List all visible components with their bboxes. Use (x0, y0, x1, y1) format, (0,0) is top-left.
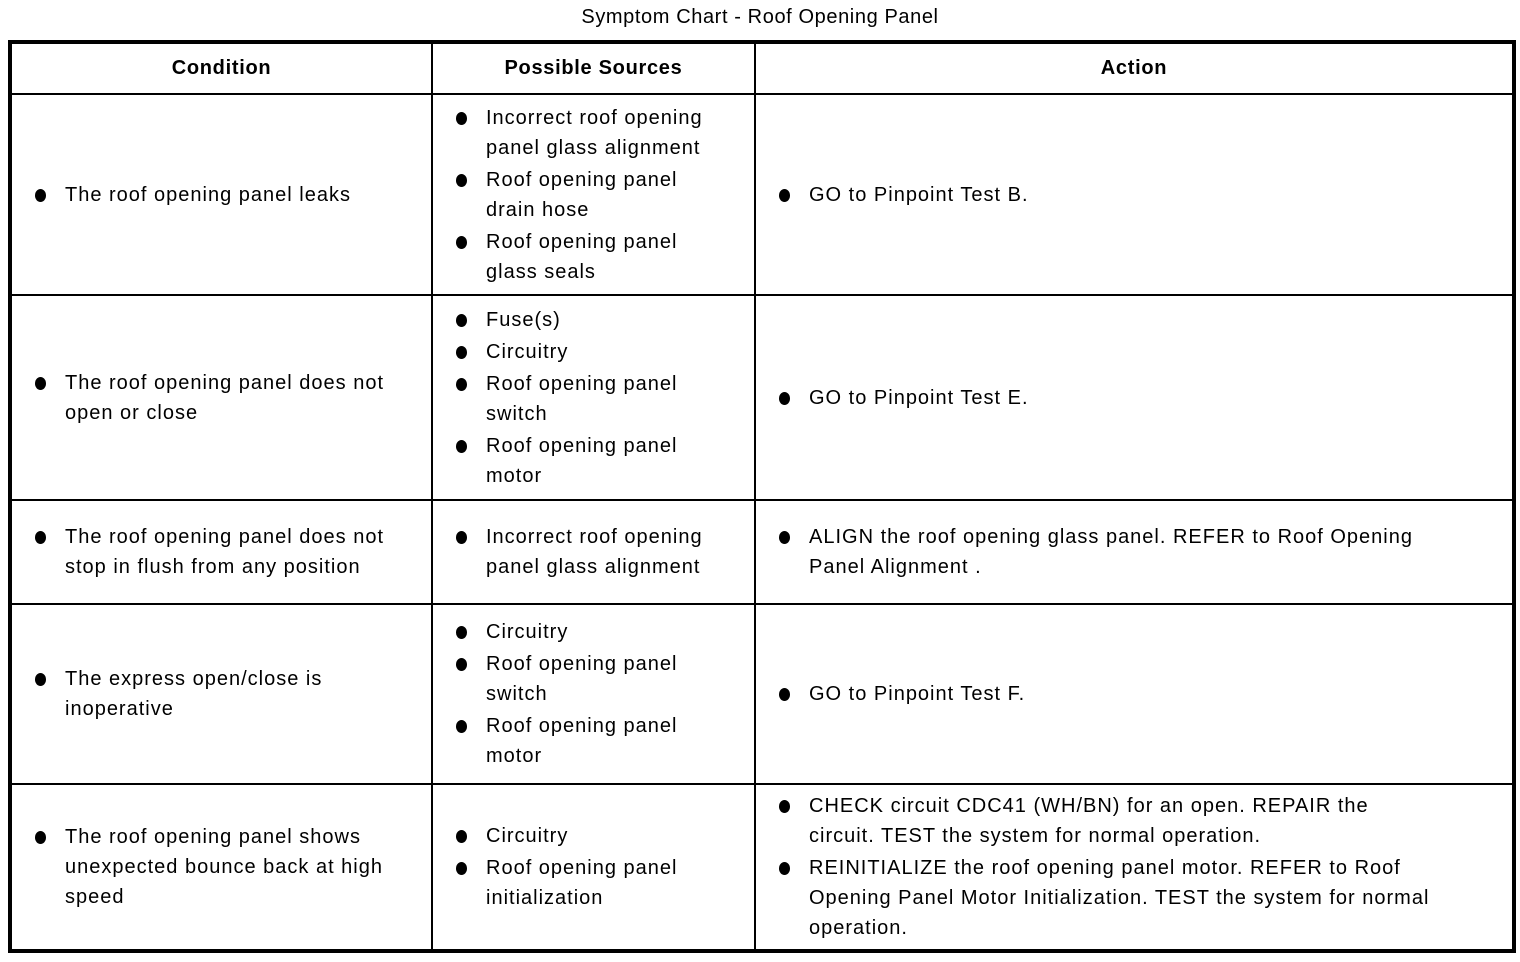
source-text: Circuitry (486, 621, 569, 643)
bullet-icon (456, 235, 467, 249)
action-text: REINITIALIZE the roof opening panel moto… (809, 857, 1430, 939)
list-item: Roof opening panel motor (456, 711, 746, 771)
condition-text: The roof opening panel does not open or … (65, 371, 384, 424)
source-text: Incorrect roof opening panel glass align… (486, 526, 703, 578)
list-item: Incorrect roof opening panel glass align… (456, 103, 746, 163)
bullet-icon (456, 830, 467, 843)
possible-sources-cell: Circuitry Roof opening panel switch Roof… (431, 603, 756, 785)
condition-text: The express open/close is inoperative (65, 668, 323, 720)
bullet-icon (779, 391, 790, 405)
source-text: Roof opening panel glass seals (486, 230, 678, 283)
source-text: Roof opening panel switch (486, 653, 678, 705)
bullet-icon (456, 173, 467, 187)
column-header-condition: Condition (9, 41, 433, 95)
column-header-possible-sources: Possible Sources (431, 41, 756, 95)
bullet-icon (35, 188, 46, 202)
condition-cell: The roof opening panel does not open or … (9, 294, 433, 501)
bullet-icon (456, 439, 467, 453)
source-text: Roof opening panel drain hose (486, 168, 678, 221)
bullet-icon (456, 313, 467, 327)
bullet-icon (456, 377, 467, 391)
list-item: The express open/close is inoperative (35, 664, 423, 724)
bullet-icon (456, 626, 467, 639)
action-text: GO to Pinpoint Test F. (809, 683, 1026, 705)
source-text: Roof opening panel initialization (486, 857, 678, 909)
bullet-icon (456, 862, 467, 875)
possible-sources-cell: Incorrect roof opening panel glass align… (431, 93, 756, 296)
bullet-icon (779, 862, 790, 875)
condition-cell: The roof opening panel leaks (9, 93, 433, 296)
bullet-icon (779, 531, 790, 544)
list-item: Roof opening panel glass seals (456, 227, 746, 287)
possible-sources-cell: Incorrect roof opening panel glass align… (431, 499, 756, 605)
list-item: The roof opening panel shows unexpected … (35, 822, 423, 912)
action-text: ALIGN the roof opening glass panel. REFE… (809, 526, 1413, 578)
bullet-icon (35, 376, 46, 390)
bullet-icon (456, 345, 467, 359)
list-item: Roof opening panel switch (456, 649, 746, 709)
list-item: The roof opening panel does not stop in … (35, 522, 423, 582)
list-item: GO to Pinpoint Test F. (779, 679, 1504, 709)
action-cell: CHECK circuit CDC41 (WH/BN) for an open.… (754, 783, 1515, 952)
table-row: The roof opening panel leaks Incorrect r… (9, 93, 1515, 296)
possible-sources-cell: Fuse(s) Circuitry Roof opening panel swi… (431, 294, 756, 501)
table-row: The express open/close is inoperative Ci… (9, 603, 1515, 785)
table-row: The roof opening panel does not open or … (9, 294, 1515, 501)
list-item: Roof opening panel initialization (456, 853, 746, 913)
bullet-icon (456, 720, 467, 733)
bullet-icon (35, 673, 46, 686)
bullet-icon (35, 831, 46, 844)
condition-text: The roof opening panel leaks (65, 183, 351, 206)
source-text: Roof opening panel motor (486, 434, 678, 487)
column-header-action: Action (754, 41, 1515, 95)
source-text: Circuitry (486, 340, 569, 363)
list-item: Roof opening panel switch (456, 369, 746, 429)
list-item: REINITIALIZE the roof opening panel moto… (779, 853, 1504, 943)
list-item: CHECK circuit CDC41 (WH/BN) for an open.… (779, 791, 1504, 851)
source-text: Roof opening panel motor (486, 715, 678, 767)
list-item: Circuitry (456, 617, 746, 647)
list-item: GO to Pinpoint Test E. (779, 383, 1504, 413)
page-title: Symptom Chart - Roof Opening Panel (581, 6, 939, 28)
possible-sources-cell: Circuitry Roof opening panel initializat… (431, 783, 756, 952)
condition-text: The roof opening panel shows unexpected … (65, 826, 383, 908)
bullet-icon (779, 188, 790, 202)
action-cell: ALIGN the roof opening glass panel. REFE… (754, 499, 1515, 605)
action-text: GO to Pinpoint Test E. (809, 386, 1029, 409)
list-item: ALIGN the roof opening glass panel. REFE… (779, 522, 1504, 582)
condition-text: The roof opening panel does not stop in … (65, 526, 384, 578)
list-item: Incorrect roof opening panel glass align… (456, 522, 746, 582)
bullet-icon (779, 688, 790, 701)
condition-cell: The express open/close is inoperative (9, 603, 433, 785)
source-text: Roof opening panel switch (486, 372, 678, 425)
table-header-row: Condition Possible Sources Action (9, 41, 1515, 95)
source-text: Incorrect roof opening panel glass align… (486, 106, 703, 159)
list-item: Circuitry (456, 337, 746, 367)
table-row: The roof opening panel shows unexpected … (9, 783, 1515, 952)
action-cell: GO to Pinpoint Test F. (754, 603, 1515, 785)
bullet-icon (456, 531, 467, 544)
action-cell: GO to Pinpoint Test E. (754, 294, 1515, 501)
table-row: The roof opening panel does not stop in … (9, 499, 1515, 605)
list-item: The roof opening panel leaks (35, 180, 423, 210)
condition-cell: The roof opening panel shows unexpected … (9, 783, 433, 952)
list-item: Fuse(s) (456, 305, 746, 335)
list-item: Roof opening panel drain hose (456, 165, 746, 225)
action-cell: GO to Pinpoint Test B. (754, 93, 1515, 296)
list-item: Roof opening panel motor (456, 431, 746, 491)
list-item: The roof opening panel does not open or … (35, 368, 423, 428)
bullet-icon (456, 658, 467, 671)
bullet-icon (779, 800, 790, 813)
condition-cell: The roof opening panel does not stop in … (9, 499, 433, 605)
list-item: GO to Pinpoint Test B. (779, 180, 1504, 210)
list-item: Circuitry (456, 821, 746, 851)
source-text: Fuse(s) (486, 308, 561, 331)
symptom-chart-table: Condition Possible Sources Action The ro… (8, 40, 1516, 953)
action-text: GO to Pinpoint Test B. (809, 183, 1029, 206)
action-text: CHECK circuit CDC41 (WH/BN) for an open.… (809, 795, 1369, 847)
bullet-icon (35, 531, 46, 544)
bullet-icon (456, 111, 467, 125)
source-text: Circuitry (486, 825, 569, 847)
